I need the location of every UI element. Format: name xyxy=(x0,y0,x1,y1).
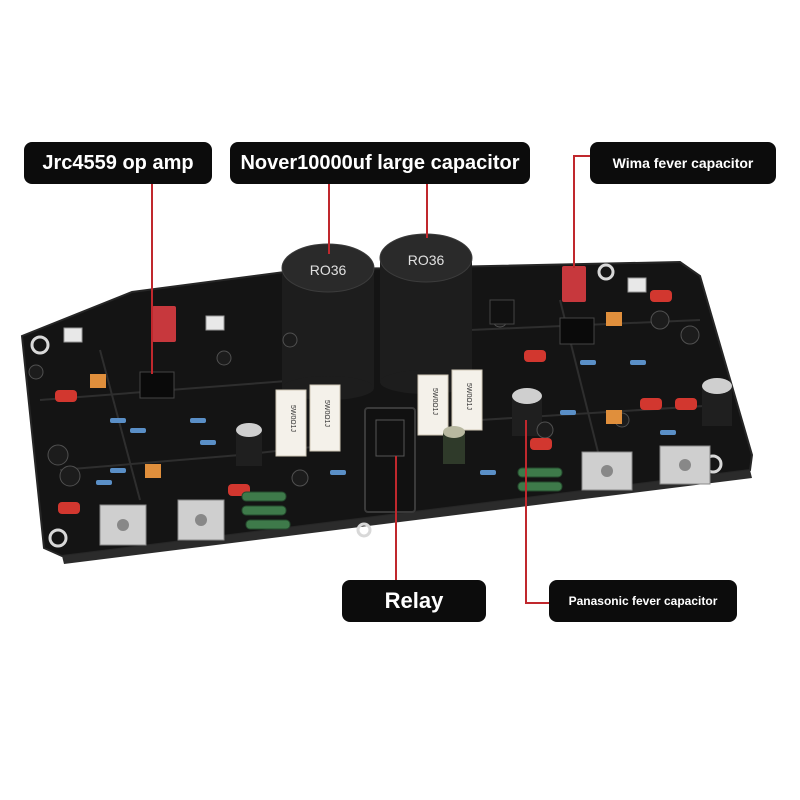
leader-lines xyxy=(151,155,590,604)
connectors xyxy=(63,277,647,343)
wima-capacitor-label: Wima fever capacitor xyxy=(590,142,776,184)
signal-resistors xyxy=(96,360,676,485)
power-resistors xyxy=(241,467,563,530)
resistor-marking: 5W0Ω1J xyxy=(465,383,472,410)
power-transistors xyxy=(99,445,711,546)
leader-line-wima xyxy=(573,155,590,268)
resistor-marking: 5W0Ω1J xyxy=(431,388,438,415)
relay xyxy=(364,407,416,513)
trim-potentiometers xyxy=(90,312,622,478)
large-capacitor-label: Nover10000uf large capacitor xyxy=(230,142,530,184)
resistor-marking: 5W0Ω1J xyxy=(323,400,330,427)
resistor-marking: 5W0Ω1J xyxy=(289,405,296,432)
opamp-chips xyxy=(139,317,595,399)
leader-line-panasonic xyxy=(525,420,549,604)
cement-resistors: 5W0Ω1J 5W0Ω1J 5W0Ω1J 5W0Ω1J xyxy=(275,369,483,457)
panasonic-capacitor-label: Panasonic fever capacitor xyxy=(549,580,737,622)
relay-label: Relay xyxy=(342,580,486,622)
opamp-label: Jrc4559 op amp xyxy=(24,142,212,184)
capacitor-marking: RO36 xyxy=(408,252,445,268)
wima-capacitors xyxy=(152,266,586,342)
large-capacitor-right: RO36 xyxy=(379,233,473,394)
pcb-board-edge xyxy=(62,470,752,564)
capacitor-marking: RO36 xyxy=(310,262,347,278)
large-capacitor-left: RO36 xyxy=(281,243,375,400)
